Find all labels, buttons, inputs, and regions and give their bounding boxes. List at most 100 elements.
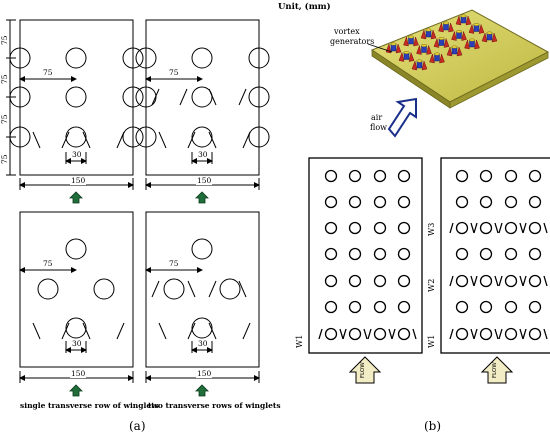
vortex-generator-fin (481, 32, 488, 43)
tube-circle (65, 86, 87, 108)
air-flow-label-line2: flow (370, 123, 387, 132)
tube-circle (397, 247, 411, 261)
flow-label-left: FLOW (360, 362, 366, 378)
tube-circle (373, 195, 387, 209)
vortex-generator-fin (465, 15, 472, 26)
tube-circle (455, 221, 469, 235)
tube-circle (324, 327, 338, 341)
dim-label-75-vertical: 75 (0, 114, 9, 124)
winglet (498, 328, 503, 340)
winglet (519, 275, 524, 287)
flow-arrow-icon (348, 356, 382, 384)
tube-circle (163, 278, 185, 300)
dim-label-150: 150 (70, 369, 87, 378)
caption-two-rows: two transverse rows of winglets (148, 401, 281, 410)
tube-top (455, 30, 463, 33)
tube-circle (397, 300, 411, 314)
tube-circle (348, 221, 362, 235)
flow-arrow-right (480, 356, 514, 384)
winglet (32, 322, 41, 340)
winglet (208, 280, 217, 298)
tube-circle (528, 274, 542, 288)
tube-top (442, 21, 450, 25)
tube-circle (324, 300, 338, 314)
tube-circle (504, 274, 518, 288)
flow-arrow-icon (69, 384, 83, 397)
tube-circle (373, 327, 387, 341)
winglet (116, 131, 125, 149)
tube-circle (348, 247, 362, 261)
winglet (543, 222, 548, 234)
panel-a (6, 19, 270, 397)
tube-circle (191, 317, 213, 339)
tube-circle (122, 47, 144, 69)
plate-outline (19, 211, 134, 368)
vortex-generators-label-line1: vortex (334, 27, 360, 36)
tube-top (433, 52, 441, 56)
vortex-generator-fin (474, 39, 480, 50)
dim-label-75-vertical: 75 (0, 74, 9, 84)
tube-circle (397, 169, 411, 183)
dim-label-75-vertical: 75 (0, 35, 9, 45)
flow-arrow-left (348, 356, 382, 384)
tube-circle (324, 247, 338, 261)
winglet (391, 328, 396, 340)
dim-label-150: 150 (196, 176, 213, 185)
vortex-generator-fin (461, 30, 467, 41)
tube-circle (504, 327, 518, 341)
dim-label-75: 75 (169, 259, 179, 268)
tube-top (473, 23, 480, 26)
tube-circle (122, 86, 144, 108)
tube-top (407, 35, 415, 39)
winglet (158, 131, 167, 149)
vortex-generator-fin (455, 15, 462, 26)
tube-circle (528, 169, 542, 183)
tube-circle (479, 274, 493, 288)
tube-circle (93, 278, 115, 300)
tube-top (468, 38, 476, 42)
vortex-generator-plate-3d (370, 9, 550, 109)
vortex-generator-fin (426, 44, 432, 55)
row-label-w2: W2 (427, 278, 436, 292)
tube-top (460, 14, 467, 18)
winglet (522, 328, 527, 340)
winglet (470, 222, 475, 234)
winglet (449, 275, 454, 287)
plate-bottom-left (19, 211, 134, 397)
vortex-generator-fin (443, 37, 450, 48)
winglet (522, 222, 527, 234)
dim-label-30: 30 (72, 150, 82, 159)
tube-circle (37, 278, 59, 300)
vortex-generator-fin (398, 51, 405, 62)
plate-right-outline (440, 157, 550, 354)
plate-bottom-right (145, 211, 260, 397)
tube-circle (504, 300, 518, 314)
tube-circle (504, 195, 518, 209)
winglet (318, 328, 323, 340)
tube-top (451, 45, 458, 49)
tube-top (390, 42, 397, 46)
winglet (208, 322, 217, 340)
tube-circle (504, 221, 518, 235)
winglet (116, 322, 125, 340)
winglet (61, 131, 70, 149)
winglet (470, 275, 475, 287)
tube-circle (324, 195, 338, 209)
winglet (367, 328, 372, 340)
vortex-generator-fin (403, 36, 409, 47)
vortex-generator-units (385, 14, 498, 71)
winglet (494, 275, 499, 287)
winglet (498, 275, 503, 287)
tube-circle (504, 247, 518, 261)
tube-circle (348, 327, 362, 341)
plate-top-left (6, 19, 144, 204)
winglet (187, 280, 196, 298)
winglet (522, 275, 527, 287)
dim-label-150: 150 (70, 176, 87, 185)
tube-circle (455, 300, 469, 314)
tube-top (403, 51, 410, 54)
winglet (238, 280, 247, 298)
flow-arrow-icon (480, 356, 514, 384)
tube-circle (324, 274, 338, 288)
